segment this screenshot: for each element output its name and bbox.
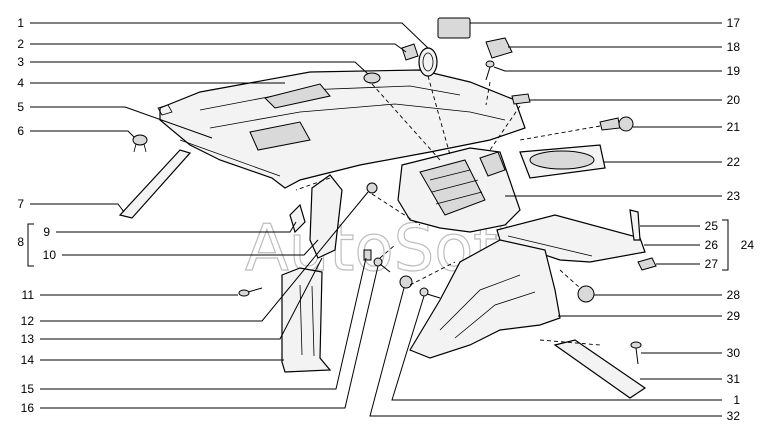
callout-18: 18 bbox=[727, 40, 741, 54]
callout-21: 21 bbox=[727, 120, 741, 134]
callout-32: 32 bbox=[727, 409, 741, 423]
part-1-screw bbox=[419, 287, 441, 299]
part-17-block bbox=[437, 17, 471, 39]
callouts-right: 17 18 19 20 21 22 23 25 24 26 27 28 29 3… bbox=[369, 16, 755, 423]
part-22-speaker-tray bbox=[519, 144, 606, 179]
callout-4: 4 bbox=[17, 76, 24, 90]
callout-8: 8 bbox=[17, 235, 24, 249]
part-25-strip bbox=[629, 209, 641, 241]
part-14-pillar-lower bbox=[281, 267, 332, 373]
part-1-dome-lamp bbox=[418, 47, 438, 77]
part-2-lamp-holder bbox=[401, 43, 419, 61]
part-27-push-clip bbox=[637, 257, 657, 271]
part-15-clip bbox=[363, 249, 372, 261]
callout-22: 22 bbox=[727, 155, 741, 169]
headliner-panel bbox=[157, 69, 526, 189]
part-6-clip bbox=[132, 134, 148, 153]
callout-24: 24 bbox=[741, 238, 755, 252]
callout-15: 15 bbox=[21, 382, 35, 396]
callout-10: 10 bbox=[43, 248, 57, 262]
callout-9: 9 bbox=[43, 225, 50, 239]
part-31-sill-plate bbox=[553, 339, 647, 399]
callout-3: 3 bbox=[17, 55, 24, 69]
callouts-left: 1 2 3 4 5 6 7 8 9 10 11 12 13 14 15 16 bbox=[17, 16, 429, 415]
callout-20: 20 bbox=[727, 93, 741, 107]
callout-23: 23 bbox=[727, 189, 741, 203]
callout-30: 30 bbox=[727, 346, 741, 360]
part-18-bracket bbox=[485, 37, 513, 59]
part-28-plug bbox=[577, 285, 595, 303]
callout-5: 5 bbox=[17, 100, 24, 114]
callout-31: 31 bbox=[727, 372, 741, 386]
callout-17: 17 bbox=[727, 16, 741, 30]
callout-26: 26 bbox=[705, 238, 719, 252]
part-7-pillar-strip bbox=[118, 149, 192, 219]
callout-1: 1 bbox=[17, 16, 24, 30]
callout-11: 11 bbox=[22, 288, 35, 302]
callout-16: 16 bbox=[21, 401, 35, 415]
part-30-screw bbox=[630, 341, 642, 365]
callout-19: 19 bbox=[727, 64, 741, 78]
part-29-side-trim bbox=[409, 239, 561, 359]
callout-1-right: 1 bbox=[733, 393, 740, 407]
part-23-rear-frame bbox=[397, 147, 521, 233]
part-21-fastener bbox=[599, 116, 634, 132]
callout-6: 6 bbox=[17, 124, 24, 138]
callout-29: 29 bbox=[727, 309, 741, 323]
part-32-grommet bbox=[399, 275, 413, 289]
part-11-screw bbox=[238, 287, 263, 297]
callout-7: 7 bbox=[17, 197, 24, 211]
part-3-cap bbox=[363, 72, 381, 84]
part-12-washer bbox=[366, 182, 378, 194]
callout-12: 12 bbox=[21, 314, 35, 328]
callout-13: 13 bbox=[21, 332, 35, 346]
callout-25: 25 bbox=[705, 219, 719, 233]
callout-2: 2 bbox=[17, 37, 24, 51]
part-16-screw bbox=[373, 257, 391, 273]
callout-28: 28 bbox=[727, 288, 741, 302]
callout-27: 27 bbox=[705, 257, 719, 271]
callout-14: 14 bbox=[21, 353, 35, 367]
part-20-clip bbox=[511, 93, 531, 105]
part-13-pillar-upper bbox=[309, 174, 343, 259]
part-19-screw bbox=[485, 60, 495, 81]
